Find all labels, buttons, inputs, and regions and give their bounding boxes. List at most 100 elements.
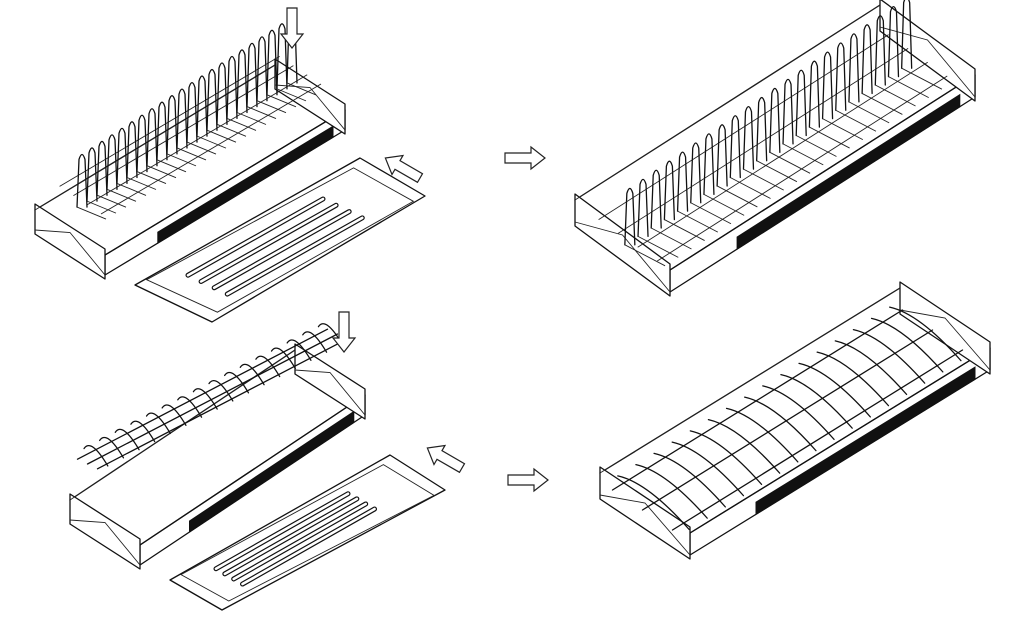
plate-tine bbox=[156, 101, 168, 161]
rack-rod bbox=[86, 333, 339, 465]
bowl-wire bbox=[780, 373, 853, 429]
step-plate-rack-assembled bbox=[574, 0, 976, 297]
step-plate-rack-exploded bbox=[34, 7, 546, 323]
tine-base bbox=[637, 235, 679, 258]
rack-rod bbox=[617, 48, 909, 234]
end-cap-left bbox=[69, 493, 141, 570]
plate-tine bbox=[176, 88, 188, 149]
drip-groove-inner bbox=[199, 203, 338, 283]
tine-base bbox=[716, 185, 758, 208]
plate-tine bbox=[186, 81, 198, 143]
plate-tine bbox=[624, 187, 636, 246]
front-profile-bar bbox=[157, 125, 334, 244]
tine-base bbox=[226, 117, 257, 131]
rack-rod bbox=[598, 34, 889, 220]
rack-rod bbox=[96, 338, 349, 470]
bowl-wire bbox=[145, 412, 171, 435]
tine-base bbox=[848, 101, 890, 124]
plate-tine bbox=[136, 114, 148, 173]
drip-groove-inner bbox=[232, 502, 367, 581]
rack-rod bbox=[611, 309, 904, 491]
tine-base bbox=[196, 135, 227, 149]
tine-base bbox=[126, 177, 157, 190]
arrow-in-icon bbox=[426, 444, 466, 474]
plate-tine bbox=[703, 133, 715, 195]
drip-tray-inner bbox=[145, 167, 415, 313]
plate-tine bbox=[663, 160, 676, 221]
plate-tine bbox=[166, 95, 178, 155]
bowl-wire bbox=[224, 371, 250, 394]
bowl-wire bbox=[302, 331, 328, 353]
tine-base bbox=[246, 106, 277, 120]
plate-tine bbox=[146, 108, 158, 167]
bowl-wire bbox=[870, 317, 944, 373]
plate-tine bbox=[690, 142, 702, 204]
drip-tray-outer bbox=[169, 454, 446, 611]
plate-tine bbox=[256, 36, 268, 102]
tine-base bbox=[106, 188, 137, 202]
end-cap-right bbox=[294, 343, 366, 420]
tine-base bbox=[756, 160, 798, 183]
end-cap-right bbox=[879, 0, 976, 102]
bowl-wire bbox=[270, 347, 296, 370]
tine-base bbox=[861, 93, 903, 115]
bowl-wire bbox=[653, 452, 726, 508]
tine-base bbox=[822, 118, 864, 141]
plate-tine bbox=[650, 169, 662, 229]
plate-tine bbox=[96, 140, 108, 196]
plate-tine bbox=[116, 127, 128, 185]
bowl-wire bbox=[744, 396, 817, 452]
end-cap-truss bbox=[879, 26, 976, 98]
end-cap-truss bbox=[294, 369, 366, 416]
plate-tine bbox=[236, 49, 248, 114]
drip-groove-inner bbox=[186, 197, 325, 277]
plate-tine bbox=[874, 15, 886, 86]
tine-base bbox=[730, 177, 771, 199]
tine-base bbox=[901, 67, 943, 90]
tray-back-rail bbox=[34, 64, 276, 211]
plate-tine bbox=[808, 60, 821, 128]
plate-tine bbox=[742, 105, 755, 170]
rack-rod bbox=[671, 349, 964, 531]
bowl-wire bbox=[161, 404, 187, 426]
bowl-wire bbox=[816, 351, 890, 407]
bowl-wire bbox=[635, 463, 708, 519]
tine-base bbox=[236, 112, 267, 125]
tine-base bbox=[116, 182, 147, 196]
tine-base bbox=[76, 206, 107, 220]
bowl-wire bbox=[114, 428, 140, 451]
plate-tine bbox=[637, 178, 649, 238]
tine-base bbox=[206, 129, 237, 143]
plate-tine bbox=[106, 134, 118, 190]
arrow-in-icon bbox=[384, 154, 424, 184]
bowl-wire bbox=[617, 475, 690, 531]
bowl-wire bbox=[255, 355, 281, 378]
tine-base bbox=[809, 126, 850, 149]
drip-groove-inner bbox=[225, 216, 364, 296]
bowl-wire bbox=[725, 407, 799, 463]
drip-groove-inner bbox=[223, 497, 359, 576]
tine-base bbox=[769, 151, 811, 174]
end-cap-left bbox=[34, 203, 106, 280]
tine-base bbox=[835, 109, 877, 132]
end-cap-truss bbox=[599, 494, 691, 556]
plate-tine bbox=[835, 42, 847, 111]
rack-rod bbox=[76, 328, 329, 460]
bowl-wire bbox=[889, 306, 962, 362]
tine-base bbox=[703, 193, 745, 216]
arrow-down-icon bbox=[279, 7, 305, 49]
plate-tine bbox=[226, 55, 238, 120]
bowl-wire bbox=[99, 436, 125, 459]
plate-tine bbox=[887, 5, 900, 78]
front-profile-bar bbox=[755, 366, 976, 516]
tine-base bbox=[136, 171, 167, 185]
end-cap-truss bbox=[34, 229, 106, 276]
tine-base bbox=[146, 165, 177, 179]
arrow-right-icon bbox=[507, 467, 549, 493]
tine-base bbox=[624, 244, 666, 267]
plate-tine bbox=[756, 96, 768, 162]
plate-tine bbox=[782, 78, 794, 145]
drip-groove-inner bbox=[212, 210, 351, 290]
tine-base bbox=[782, 143, 824, 166]
